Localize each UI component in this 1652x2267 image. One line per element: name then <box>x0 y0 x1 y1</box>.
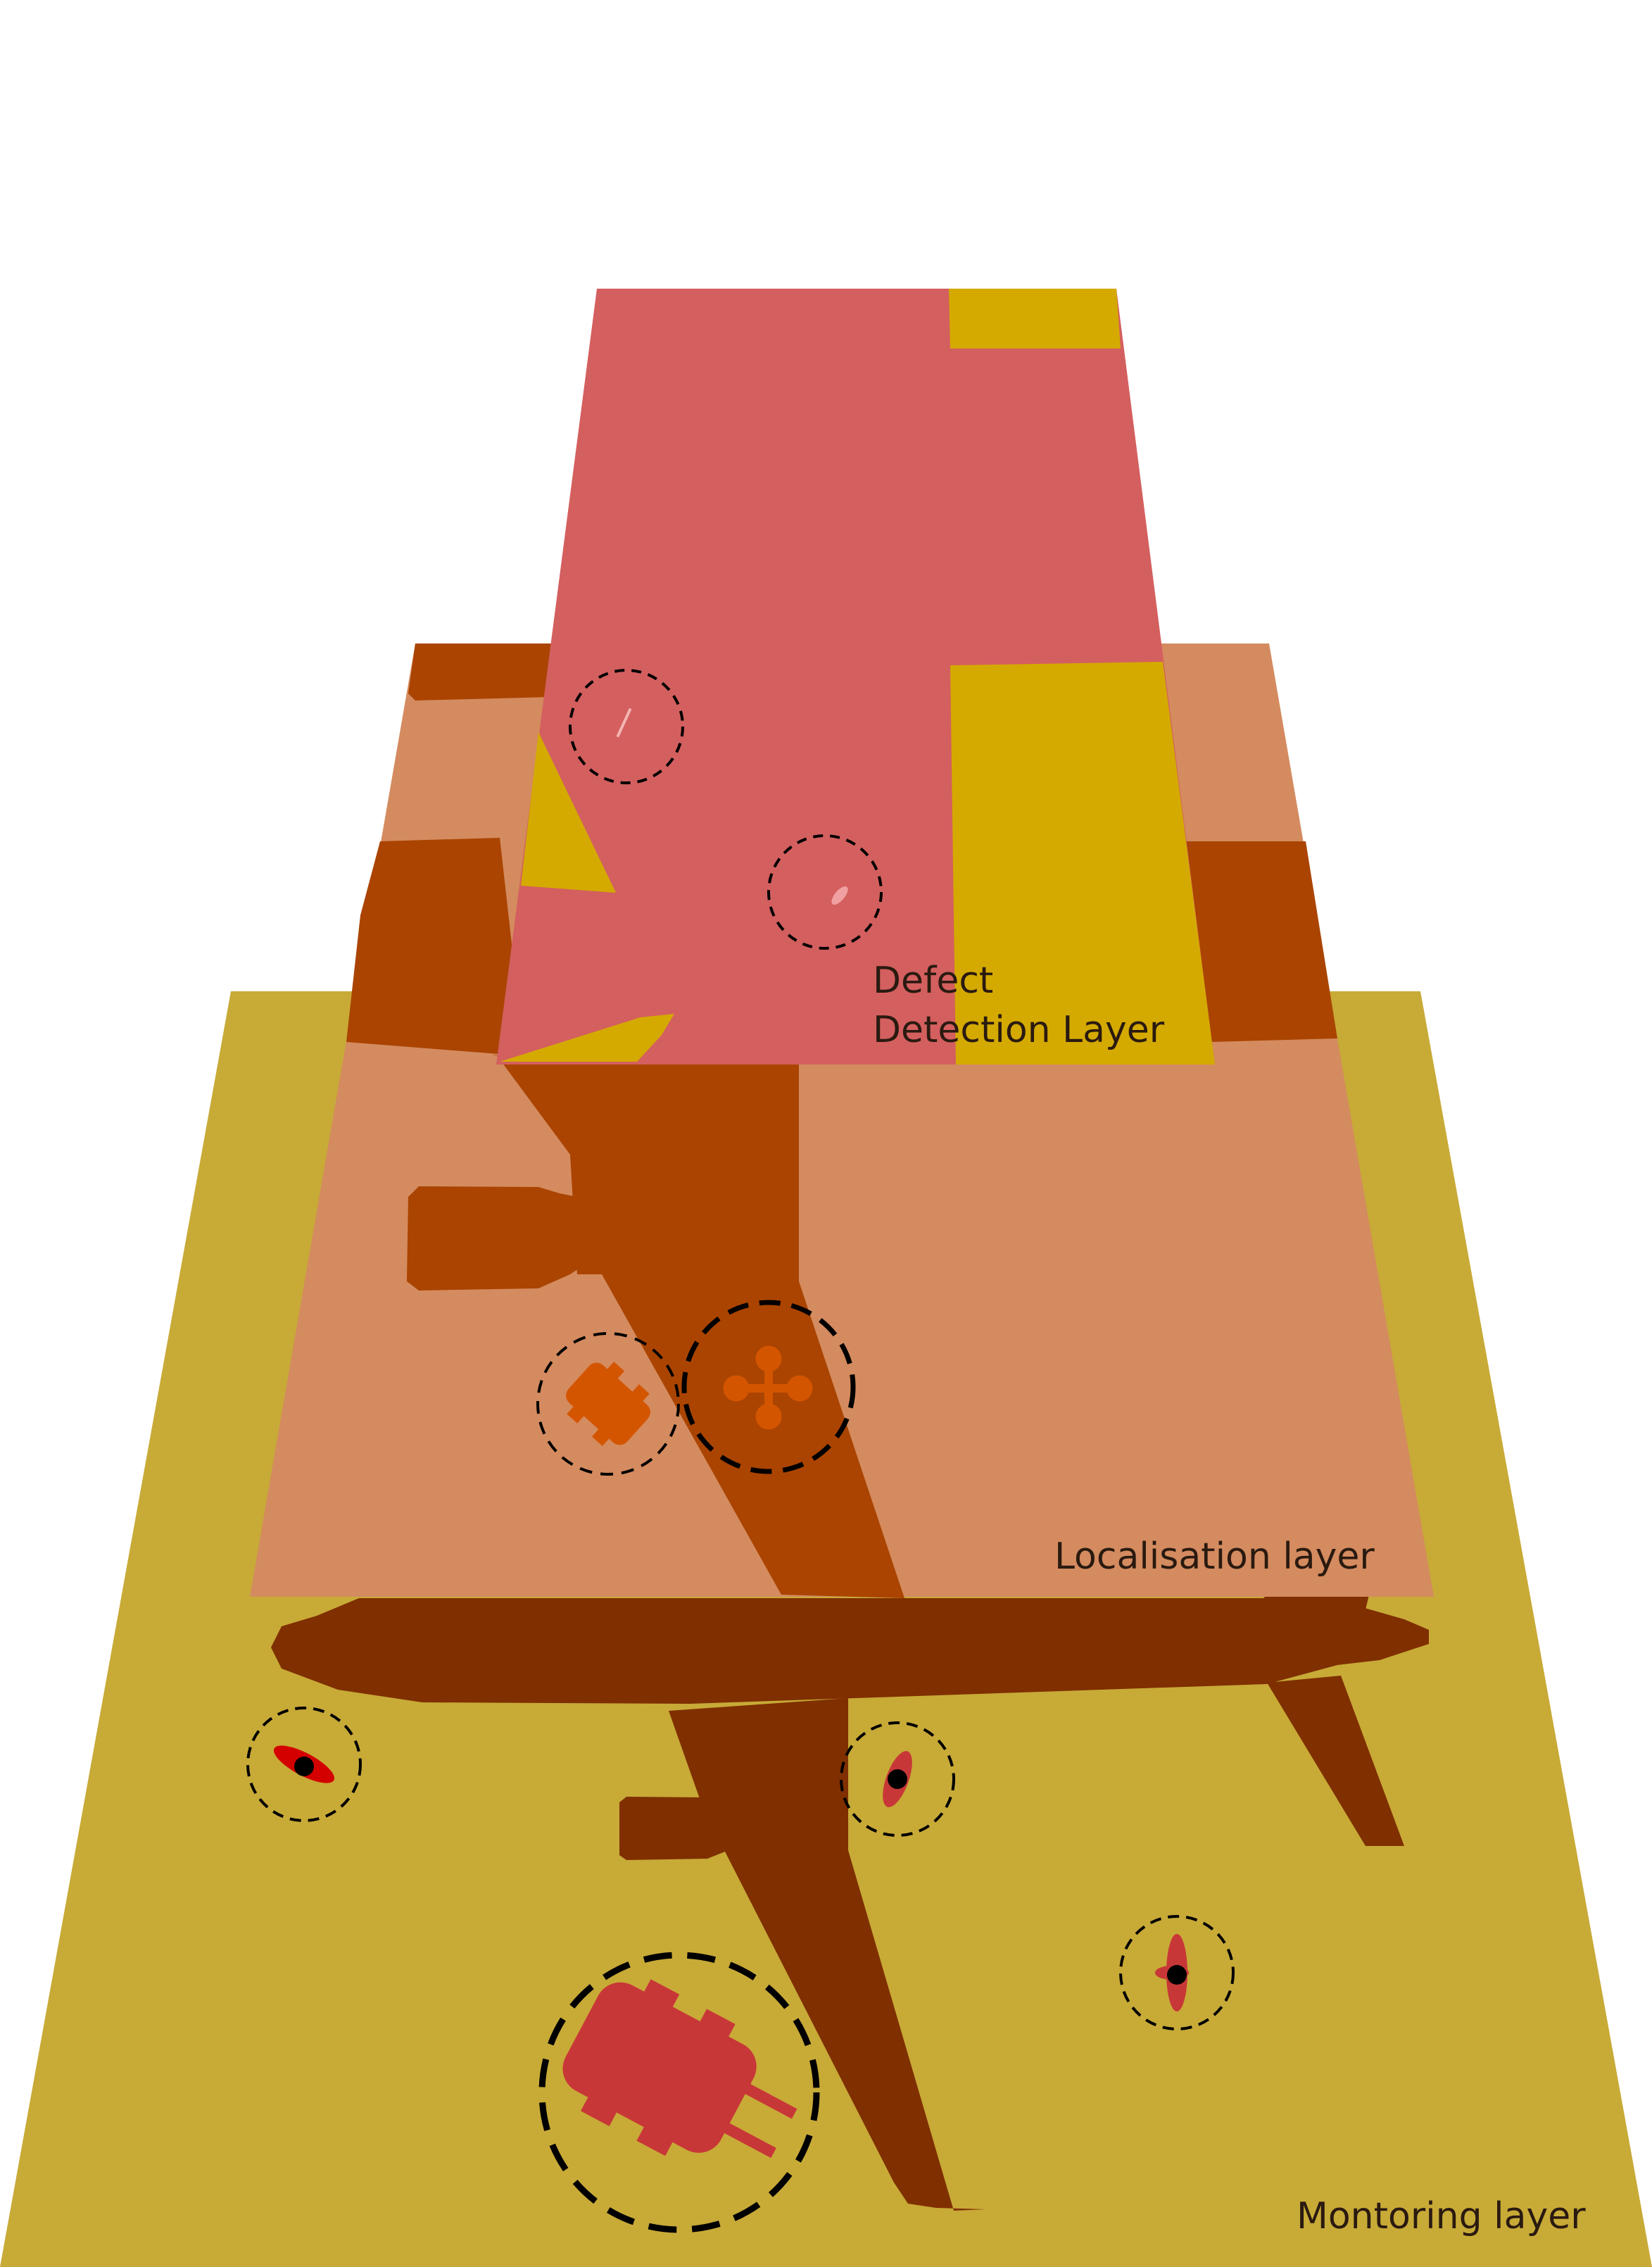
aircraft-silhouette-monitoring <box>271 1584 1429 2211</box>
defect-layer-label-line2: Detection Layer <box>873 1009 1165 1051</box>
tracked-vehicle-icon <box>538 1952 820 2233</box>
quadcopter-icon <box>681 1300 856 1474</box>
defect-layer-label-line1: Defect <box>873 960 993 1002</box>
dent-icon <box>767 834 883 950</box>
localisation-layer-label: Localisation layer <box>1054 1536 1375 1578</box>
sensor-marker-3 <box>1119 1915 1235 2030</box>
defect-plane-panels <box>500 289 1215 1065</box>
defect-detection-layer: Defect Detection Layer <box>496 289 1215 1065</box>
ground-robot-icon <box>536 1332 680 1476</box>
crack-icon <box>569 669 684 784</box>
vehicle-range-circle <box>538 1952 820 2233</box>
sensor-marker-1 <box>246 1707 362 1822</box>
monitoring-layer-label: Montoring layer <box>1297 2195 1586 2237</box>
sensor-marker-2 <box>840 1721 955 1837</box>
